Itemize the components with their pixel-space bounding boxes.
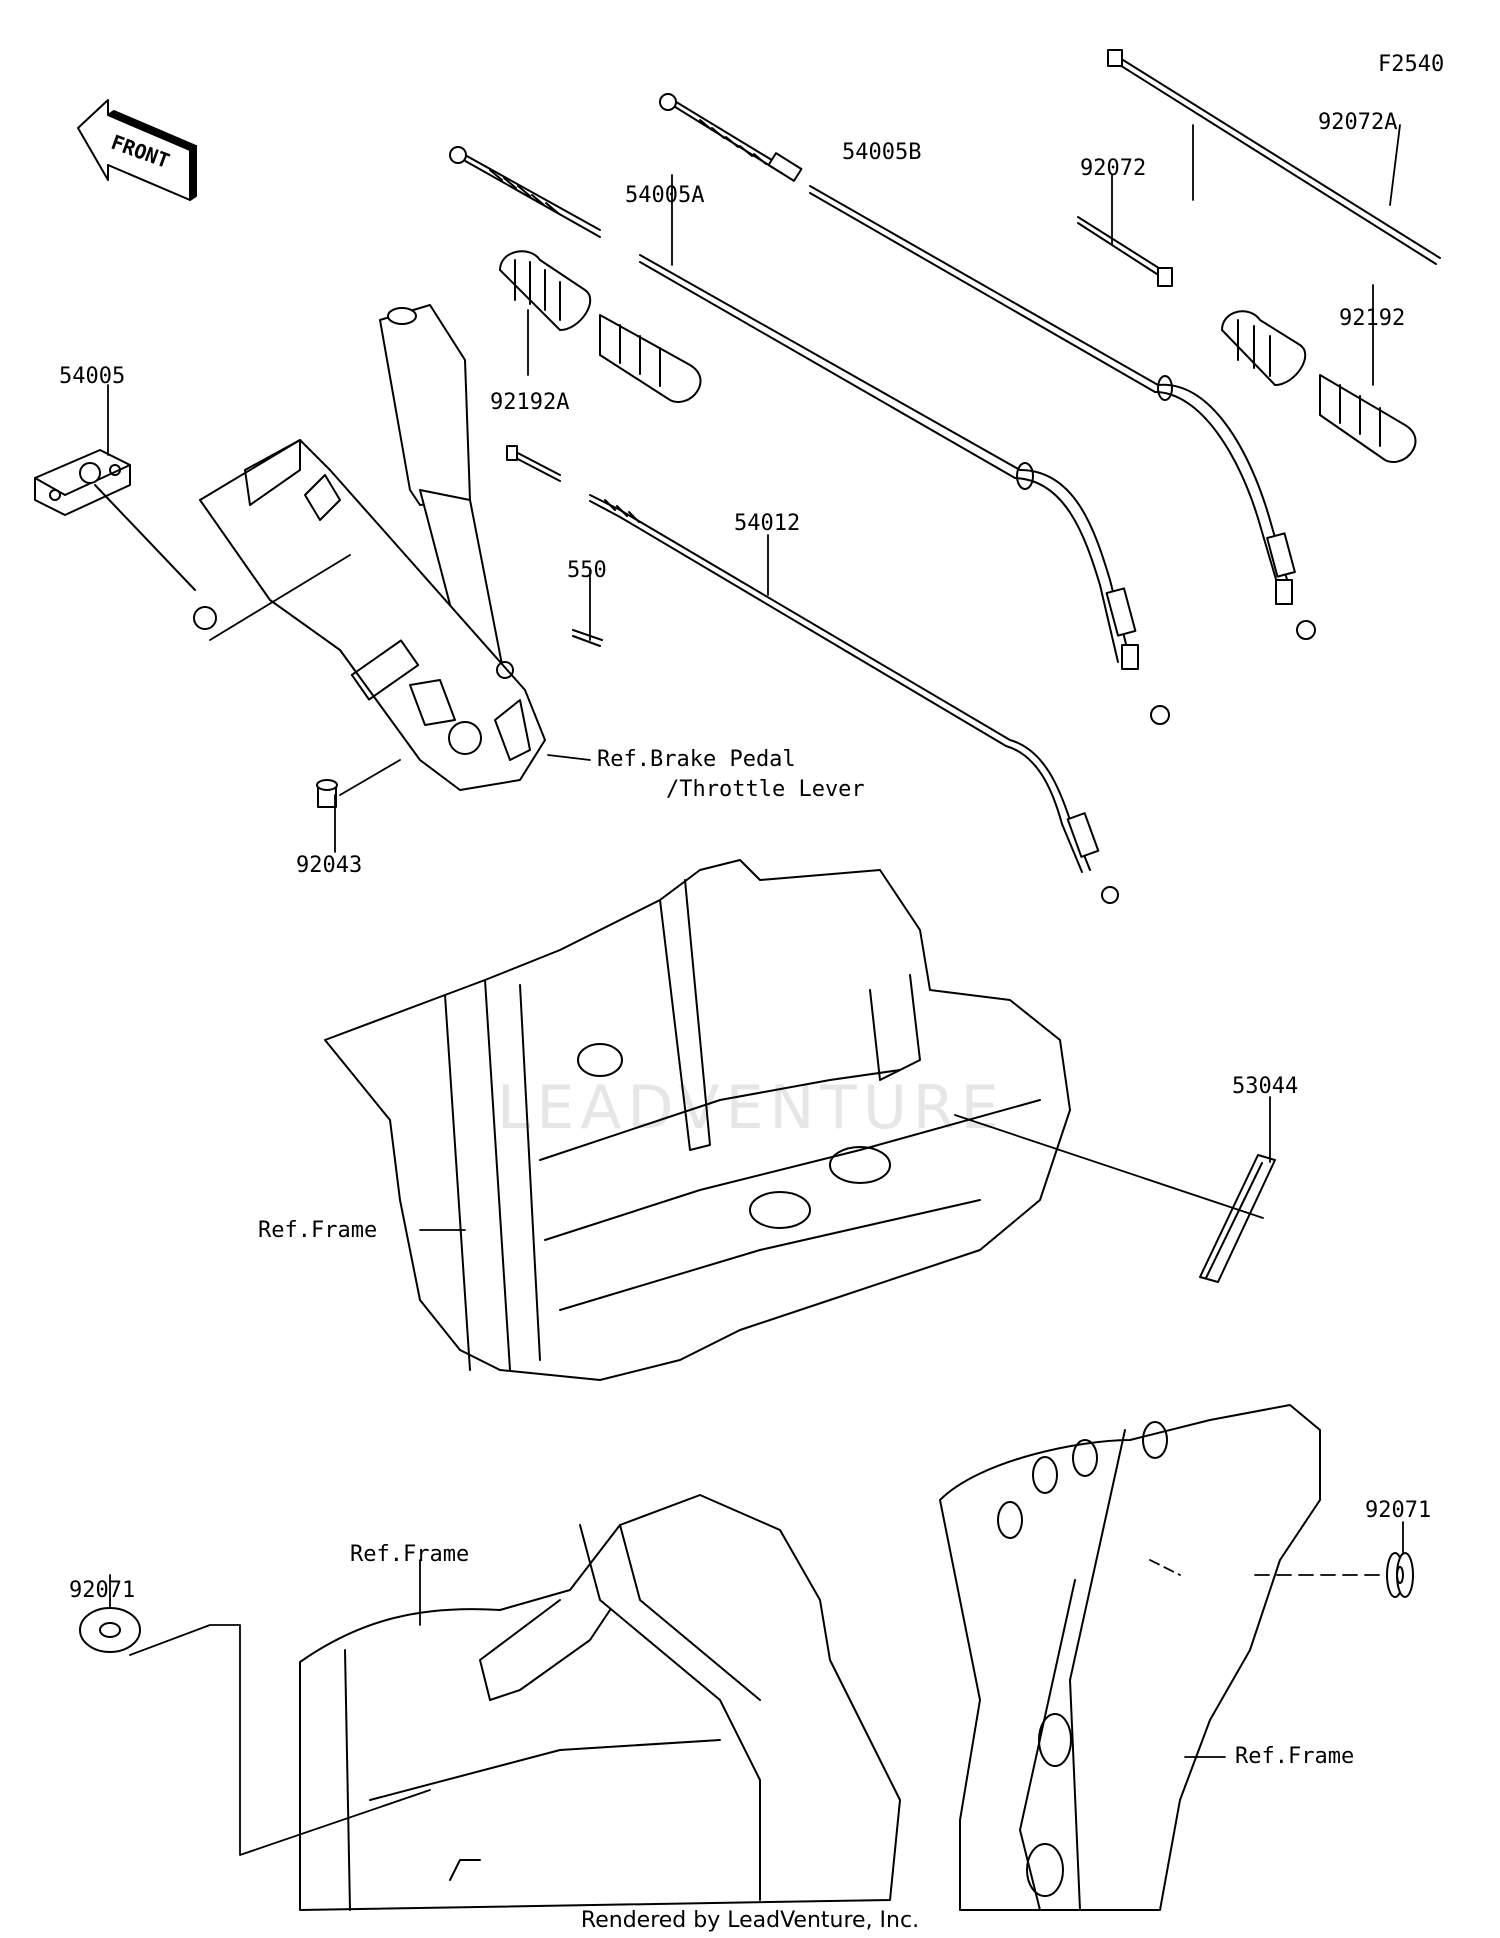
grommet-92071-right[interactable]	[1386, 1552, 1414, 1598]
frame-bottom-left[interactable]	[299, 1494, 901, 1911]
ref-throttle-lever-label[interactable]: /Throttle Lever	[666, 777, 865, 802]
frame-middle[interactable]	[324, 859, 1071, 1381]
cable-tie-92072a[interactable]	[1107, 49, 1441, 265]
ref-brake-pedal-label[interactable]: Ref.Brake Pedal	[597, 747, 796, 772]
sleeve-92192a[interactable]	[499, 250, 702, 403]
grommet-92071-left[interactable]	[79, 1607, 141, 1653]
label-53044[interactable]	[1199, 1154, 1276, 1283]
part-label-92043[interactable]: 92043	[296, 853, 363, 878]
part-label-550[interactable]: 550	[567, 558, 607, 583]
leader-lines	[107, 124, 1404, 1856]
part-label-92072[interactable]: 92072	[1080, 156, 1147, 181]
part-label-54005[interactable]: 54005	[59, 364, 126, 389]
part-label-54005b[interactable]: 54005B	[842, 140, 922, 165]
part-label-92071-left[interactable]: 92071	[69, 1578, 136, 1603]
part-label-53044[interactable]: 53044	[1232, 1074, 1299, 1099]
cable-guide-54005[interactable]	[34, 449, 217, 630]
part-label-54012[interactable]: 54012	[734, 511, 801, 536]
footer-credit: Rendered by LeadVenture, Inc.	[580, 1908, 920, 1933]
part-label-92072a[interactable]: 92072A	[1318, 110, 1398, 135]
cable-54005b[interactable]	[659, 93, 1316, 640]
watermark: LEADVENTURE	[497, 1073, 1005, 1143]
ref-frame-middle-label[interactable]: Ref.Frame	[258, 1218, 378, 1243]
part-label-92192[interactable]: 92192	[1339, 306, 1406, 331]
part-label-54005a[interactable]: 54005A	[625, 183, 705, 208]
part-label-92192a[interactable]: 92192A	[490, 390, 570, 415]
pin-92043[interactable]	[316, 779, 338, 808]
figure-id: F2540	[1378, 52, 1445, 77]
cable-54005a[interactable]	[449, 146, 1170, 725]
ref-frame-bottom-right-label[interactable]: Ref.Frame	[1235, 1744, 1355, 1769]
sleeve-92192[interactable]	[1221, 310, 1417, 463]
ref-frame-bottom-left-label[interactable]: Ref.Frame	[350, 1542, 470, 1567]
frame-bottom-right[interactable]	[939, 1404, 1321, 1911]
part-label-92071-right[interactable]: 92071	[1365, 1498, 1432, 1523]
cable-54012[interactable]	[506, 445, 1119, 904]
brake-lever-assembly[interactable]	[199, 304, 546, 791]
front-arrow-icon: FRONT	[77, 99, 197, 201]
cable-tie-92072[interactable]	[1077, 216, 1173, 287]
cotter-pin-550[interactable]	[572, 629, 603, 647]
